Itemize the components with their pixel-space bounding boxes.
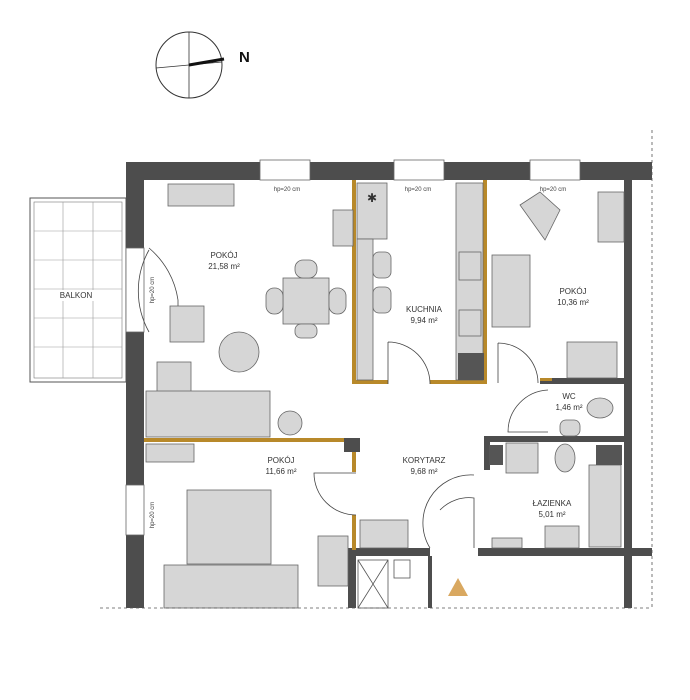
room-name: POKÓJ <box>559 287 586 296</box>
window-height-label: hp=20 cm <box>405 187 432 193</box>
room-name: ŁAZIENKA <box>533 499 572 508</box>
svg-text:✱: ✱ <box>367 191 377 205</box>
room-name: POKÓJ <box>210 251 237 260</box>
balcony-label: BALKON <box>60 291 93 300</box>
window-height-label: hp=20 cm <box>274 187 301 193</box>
window-height-label: hp=20 cm <box>540 187 567 193</box>
room-area: 21,58 m² <box>208 262 240 271</box>
compass-north-label: N <box>239 49 250 66</box>
room-name: KUCHNIA <box>406 305 443 314</box>
doors <box>137 247 549 549</box>
dashed-boundaries <box>100 130 653 609</box>
window-height-label: hp=20 cm <box>150 277 156 304</box>
balcony: BALKON <box>29 197 127 383</box>
room-area: 10,36 m² <box>557 298 589 307</box>
room-area: 11,66 m² <box>266 467 297 476</box>
room-area: 9,68 m² <box>410 467 437 476</box>
room-area: 5,01 m² <box>538 510 565 519</box>
room-name: KORYTARZ <box>403 456 446 465</box>
room-labels: POKÓJ 21,58 m² KUCHNIA 9,94 m² POKÓJ 10,… <box>208 251 589 519</box>
furniture: ✱ <box>145 182 625 609</box>
window-height-label: hp=20 cm <box>150 502 156 529</box>
interior-partitions <box>144 180 624 608</box>
compass: N <box>155 31 250 99</box>
room-area: 1,46 m² <box>555 403 582 412</box>
windows <box>125 159 581 536</box>
room-area: 9,94 m² <box>410 316 437 325</box>
room-name: POKÓJ <box>267 456 294 465</box>
entrance-marker-icon <box>448 578 468 596</box>
room-name: WC <box>562 392 576 401</box>
